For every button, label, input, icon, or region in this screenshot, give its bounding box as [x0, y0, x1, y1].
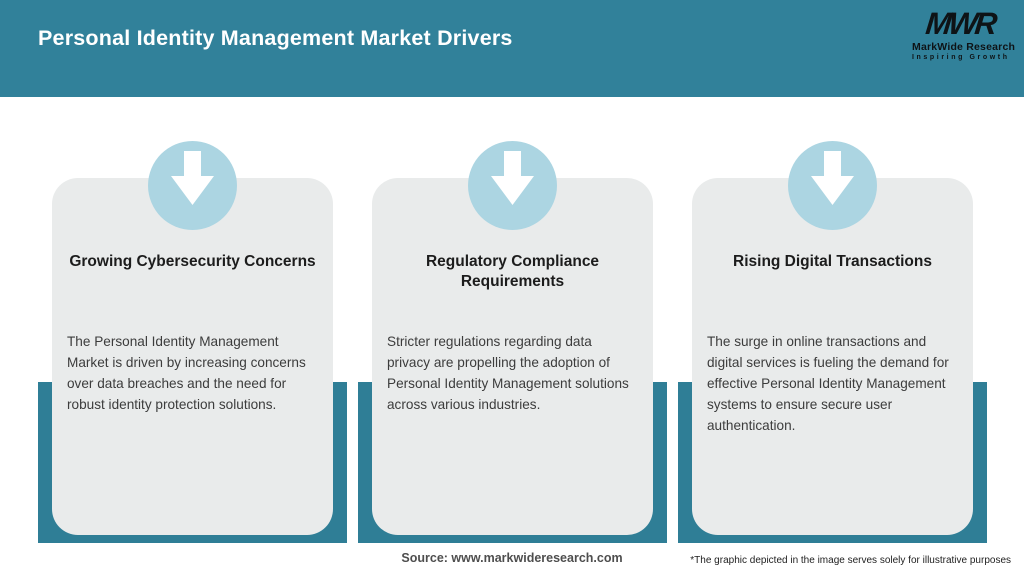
arrow-badge	[468, 141, 557, 230]
brand-name: MarkWide Research	[912, 41, 1016, 53]
page-title: Personal Identity Management Market Driv…	[38, 26, 513, 50]
driver-card: Rising Digital Transactions The surge in…	[692, 178, 973, 535]
down-arrow-icon	[811, 151, 854, 205]
down-arrow-icon	[491, 151, 534, 205]
down-arrow-icon	[171, 151, 214, 205]
driver-column-digital-transactions: Rising Digital Transactions The surge in…	[678, 141, 987, 544]
driver-card: Growing Cybersecurity Concerns The Perso…	[52, 178, 333, 535]
source-text: Source: www.markwideresearch.com	[401, 551, 623, 565]
brand-monogram: MWR	[923, 6, 997, 41]
arrow-badge	[148, 141, 237, 230]
disclaimer-text: *The graphic depicted in the image serve…	[690, 555, 1011, 566]
card-title: Rising Digital Transactions	[733, 253, 932, 270]
card-body: Stricter regulations regarding data priv…	[387, 334, 629, 412]
header-band: Personal Identity Management Market Driv…	[0, 0, 1024, 97]
card-body: The surge in online transactions and dig…	[707, 334, 949, 433]
card-title: Growing Cybersecurity Concerns	[69, 253, 316, 270]
card-title: Regulatory Compliance Requirements	[425, 253, 600, 290]
brand-tagline: Inspiring Growth	[912, 54, 1010, 61]
card-body: The Personal Identity Management Market …	[67, 334, 306, 412]
driver-column-regulatory: Regulatory Compliance Requirements Stric…	[358, 141, 667, 544]
driver-column-cybersecurity: Growing Cybersecurity Concerns The Perso…	[38, 141, 347, 544]
arrow-badge	[788, 141, 877, 230]
brand-logo: MWR MarkWide Research Inspiring Growth	[912, 6, 1016, 61]
driver-card: Regulatory Compliance Requirements Stric…	[372, 178, 653, 535]
